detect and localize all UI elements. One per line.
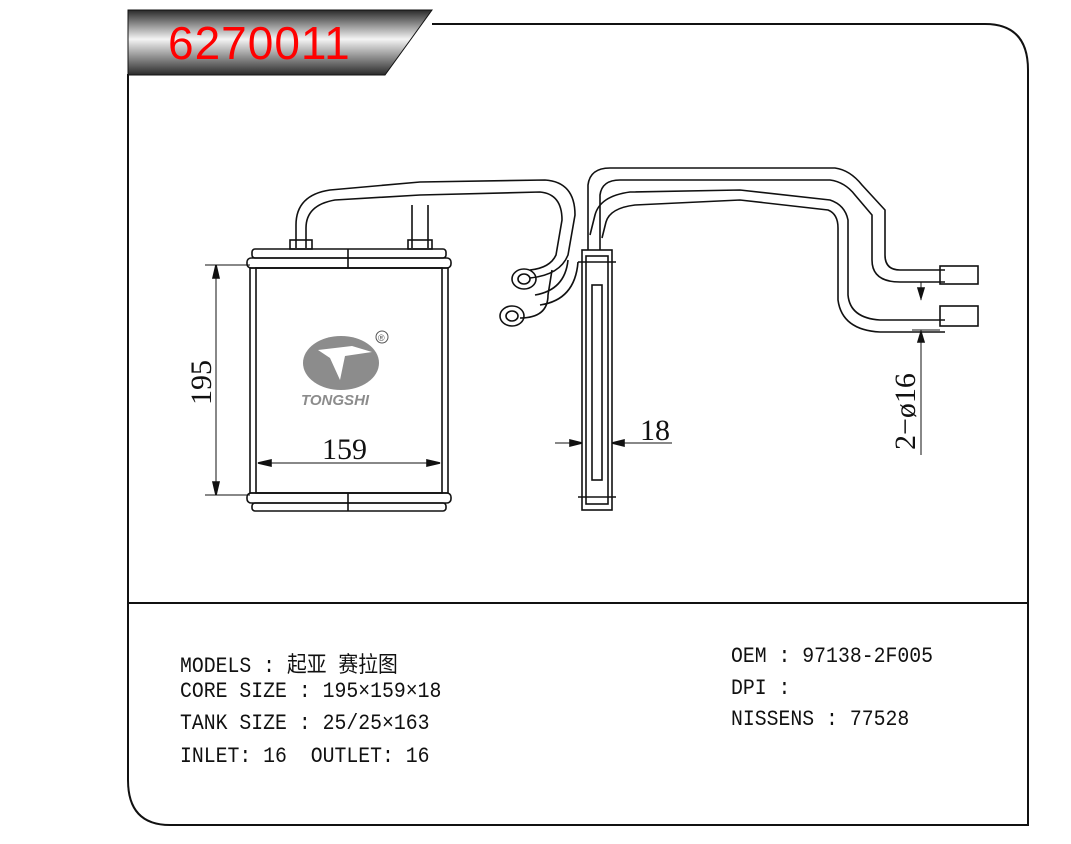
- logo-text: TONGSHI: [301, 392, 370, 409]
- spec-label: MODELS: [180, 654, 252, 679]
- sheet-frame: [127, 23, 1029, 826]
- spec-models: MODELS : 起亚 赛拉图: [180, 654, 398, 679]
- spec-value: 77528: [849, 707, 910, 732]
- dim-thickness-label: 18: [640, 414, 670, 447]
- side-view: [555, 167, 979, 511]
- dim-width-label: 159: [322, 433, 367, 466]
- spec-value: 97138-2F005: [802, 644, 934, 669]
- spec-label: DPI: [731, 676, 767, 701]
- front-view: [205, 179, 579, 512]
- tongshi-logo: ® TONGSHI: [301, 330, 389, 409]
- dim-pipe-label: 2−ø16: [889, 373, 922, 450]
- part-number-badge: [127, 9, 433, 76]
- dim-height-label: 195: [185, 360, 218, 405]
- spec-value: 195×159×18: [322, 679, 442, 704]
- spec-label: INLET: 16 OUTLET: 16: [180, 744, 430, 769]
- spec-nissens: NISSENS : 77528: [731, 707, 910, 732]
- spec-oem: OEM : 97138-2F005: [731, 644, 934, 669]
- spec-label: TANK SIZE: [180, 711, 287, 736]
- spec-label: OEM: [731, 644, 767, 669]
- spec-dpi: DPI :: [731, 676, 803, 701]
- spec-value: 起亚 赛拉图: [286, 654, 398, 679]
- registered-mark: ®: [378, 333, 385, 343]
- spec-inlet-outlet: INLET: 16 OUTLET: 16: [180, 744, 430, 769]
- part-number: 6270011: [168, 17, 351, 69]
- spec-label: NISSENS: [731, 707, 815, 732]
- spec-label: CORE SIZE: [180, 679, 287, 704]
- spec-core-size: CORE SIZE : 195×159×18: [180, 679, 442, 704]
- spec-tank-size: TANK SIZE : 25/25×163: [180, 711, 430, 736]
- spec-value: 25/25×163: [322, 711, 430, 736]
